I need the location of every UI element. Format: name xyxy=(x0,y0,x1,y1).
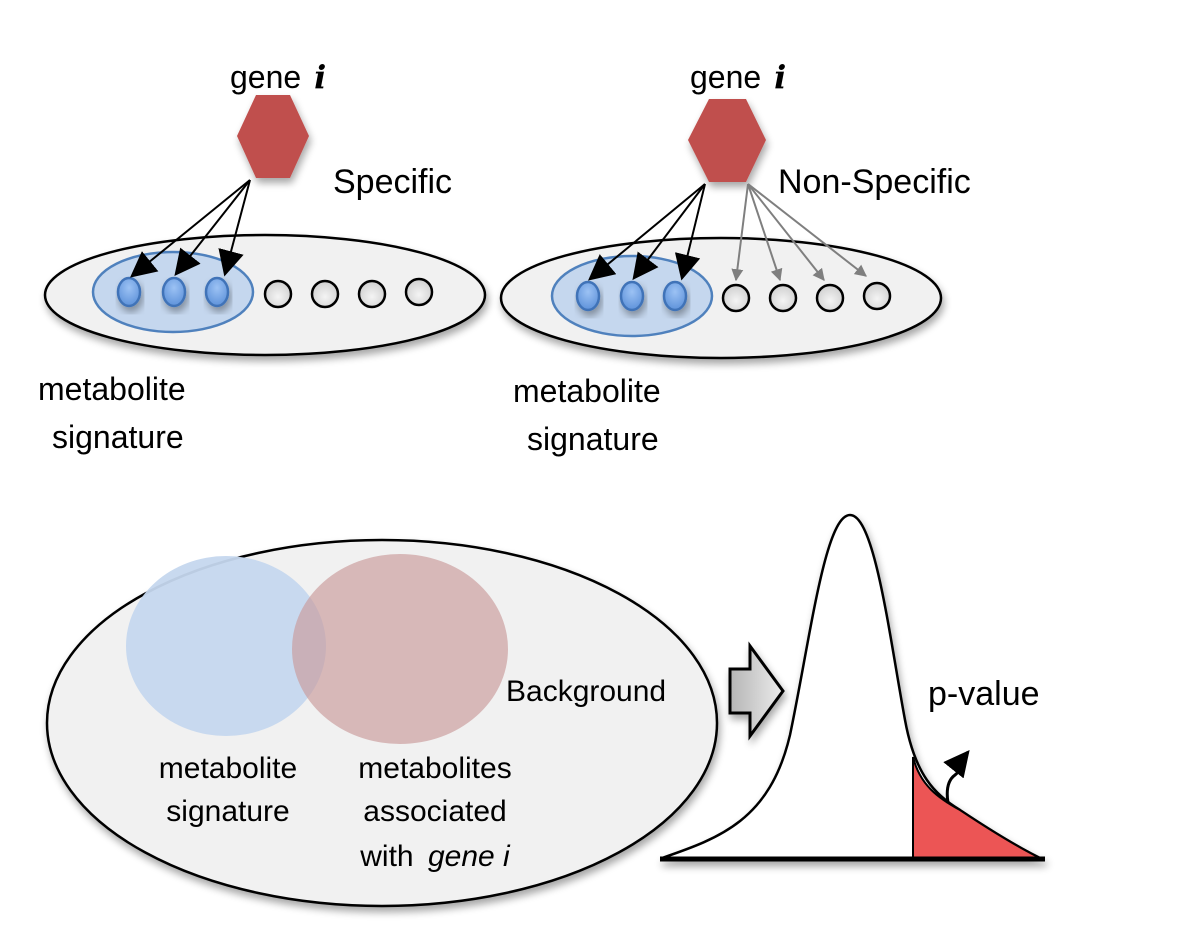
associated-label-line2: associated xyxy=(363,795,506,828)
signature-metabolite-node xyxy=(619,280,645,312)
metabolite-node xyxy=(862,281,892,311)
association-arrow xyxy=(674,183,706,281)
metabolite-node xyxy=(263,279,293,309)
null-distribution-plot xyxy=(660,513,1045,862)
signature-metabolite-node xyxy=(662,280,688,312)
enrichment-panel: Background metabolite signature metaboli… xyxy=(45,513,1045,908)
associated-venn-circle xyxy=(292,554,508,744)
signature-metabolite-node xyxy=(575,280,601,312)
association-arrow xyxy=(174,179,251,277)
background-label: Background xyxy=(506,675,666,708)
associated-label-line3: with gene i xyxy=(359,840,511,873)
specific-panel: gene i Specific metabolite signature xyxy=(38,58,487,455)
signature-label-line1: metabolite xyxy=(513,373,661,409)
gene-label: gene i xyxy=(690,58,786,96)
signature-metabolite-node xyxy=(116,276,142,308)
association-arrow xyxy=(218,179,251,277)
metabolite-node xyxy=(768,283,798,313)
metabolite-node xyxy=(721,283,751,313)
signature-metabolite-node xyxy=(161,276,187,308)
association-arrow xyxy=(632,183,706,281)
association-arrow xyxy=(587,183,706,281)
non-specific-arrow xyxy=(747,183,783,282)
signature-label-line2: signature xyxy=(52,419,184,455)
signature-venn-circle xyxy=(126,556,326,736)
curved-arrow-icon xyxy=(943,749,970,804)
metabolite-node xyxy=(357,279,387,309)
non-specific-title: Non-Specific xyxy=(778,163,971,201)
signature-label-line2: signature xyxy=(166,795,289,828)
pvalue-label: p-value xyxy=(928,675,1040,713)
non-specific-arrow xyxy=(731,183,749,282)
non-specific-panel: gene i Non-Specific metabolite signature xyxy=(499,58,971,457)
non-specific-arrow xyxy=(747,183,825,281)
association-arrow xyxy=(129,179,251,278)
signature-label-line1: metabolite xyxy=(38,371,186,407)
gene-label: gene i xyxy=(230,58,326,96)
signature-label-line1: metabolite xyxy=(159,752,297,785)
metabolite-node xyxy=(310,279,340,309)
signature-label-line2: signature xyxy=(527,421,659,457)
block-arrow-right-icon xyxy=(728,641,785,741)
non-specific-arrow xyxy=(747,183,867,277)
specific-title: Specific xyxy=(333,163,452,201)
gene-hexagon-icon xyxy=(237,95,309,178)
signature-metabolite-node xyxy=(204,276,230,308)
pvalue-tail-area xyxy=(912,756,1041,859)
metabolite-node xyxy=(404,277,434,307)
metabolite-node xyxy=(815,283,845,313)
gene-hexagon-icon xyxy=(688,99,766,182)
associated-label-line1: metabolites xyxy=(358,752,511,785)
